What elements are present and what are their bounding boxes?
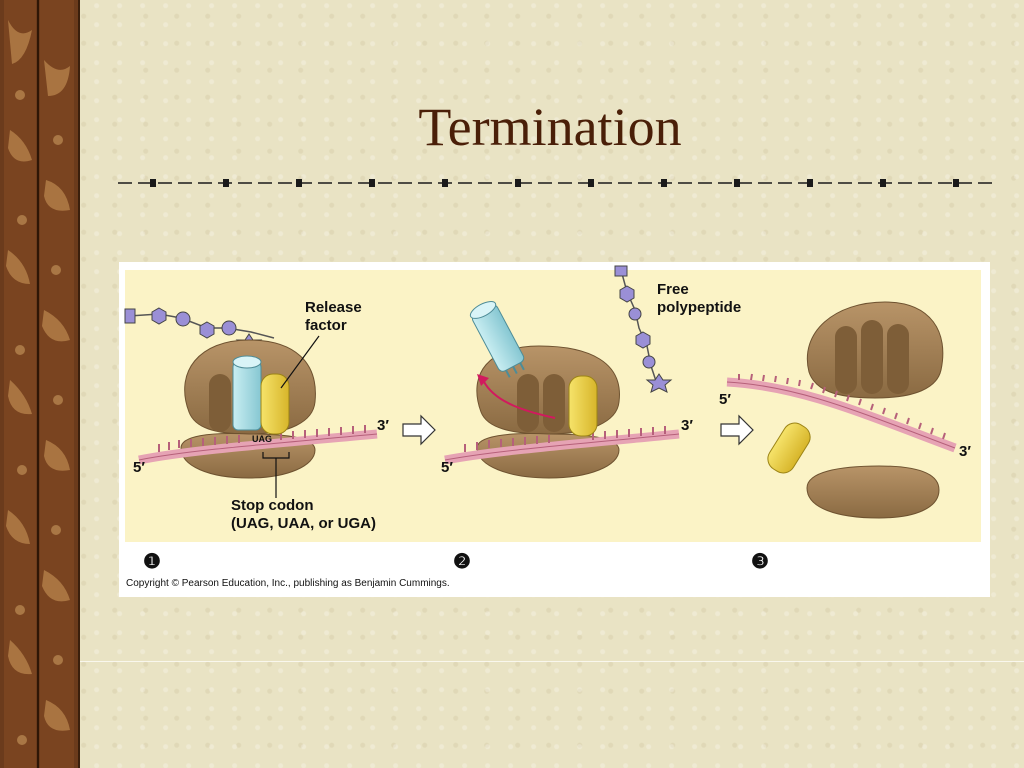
panel-2-polypeptide-release: Free polypeptide 3′ 5′ bbox=[441, 265, 741, 479]
panel-3-ribosome-dissociation: 5′ 3′ bbox=[719, 301, 971, 519]
step-3-marker: ❸ bbox=[751, 551, 769, 573]
step-arrow-2 bbox=[720, 414, 754, 446]
codon-text: UAG bbox=[252, 434, 272, 444]
release-factor-label-line2: factor bbox=[305, 317, 347, 334]
panel-1-ribosome-with-release-factor: UAG Release factor 3′ 5′ Stop codon (UAG… bbox=[124, 299, 389, 532]
footer-rule bbox=[80, 661, 1024, 662]
title-divider bbox=[118, 179, 994, 187]
step-2-marker: ❷ bbox=[453, 551, 471, 573]
stop-codon-label-line2: (UAG, UAA, or UGA) bbox=[231, 515, 376, 532]
decorative-side-border bbox=[0, 0, 80, 768]
free-polypeptide-label-line2: polypeptide bbox=[657, 299, 741, 316]
translation-termination-figure: UAG Release factor 3′ 5′ Stop codon (UAG… bbox=[119, 262, 990, 597]
panel1-5prime-label: 5′ bbox=[133, 459, 145, 476]
panel1-3prime-label: 3′ bbox=[377, 417, 389, 434]
panel3-5prime-label: 5′ bbox=[719, 391, 731, 408]
panel2-5prime-label: 5′ bbox=[441, 459, 453, 476]
free-polypeptide-label-line1: Free bbox=[657, 281, 689, 298]
step-arrow-1 bbox=[402, 414, 436, 446]
stop-codon-label-line1: Stop codon bbox=[231, 497, 314, 514]
panel2-3prime-label: 3′ bbox=[681, 417, 693, 434]
panel3-3prime-label: 3′ bbox=[959, 443, 971, 460]
slide-title: Termination bbox=[418, 97, 682, 157]
step-1-marker: ❶ bbox=[143, 551, 161, 573]
release-factor-label-line1: Release bbox=[305, 299, 362, 316]
copyright-notice: Copyright © Pearson Education, Inc., pub… bbox=[126, 578, 450, 589]
